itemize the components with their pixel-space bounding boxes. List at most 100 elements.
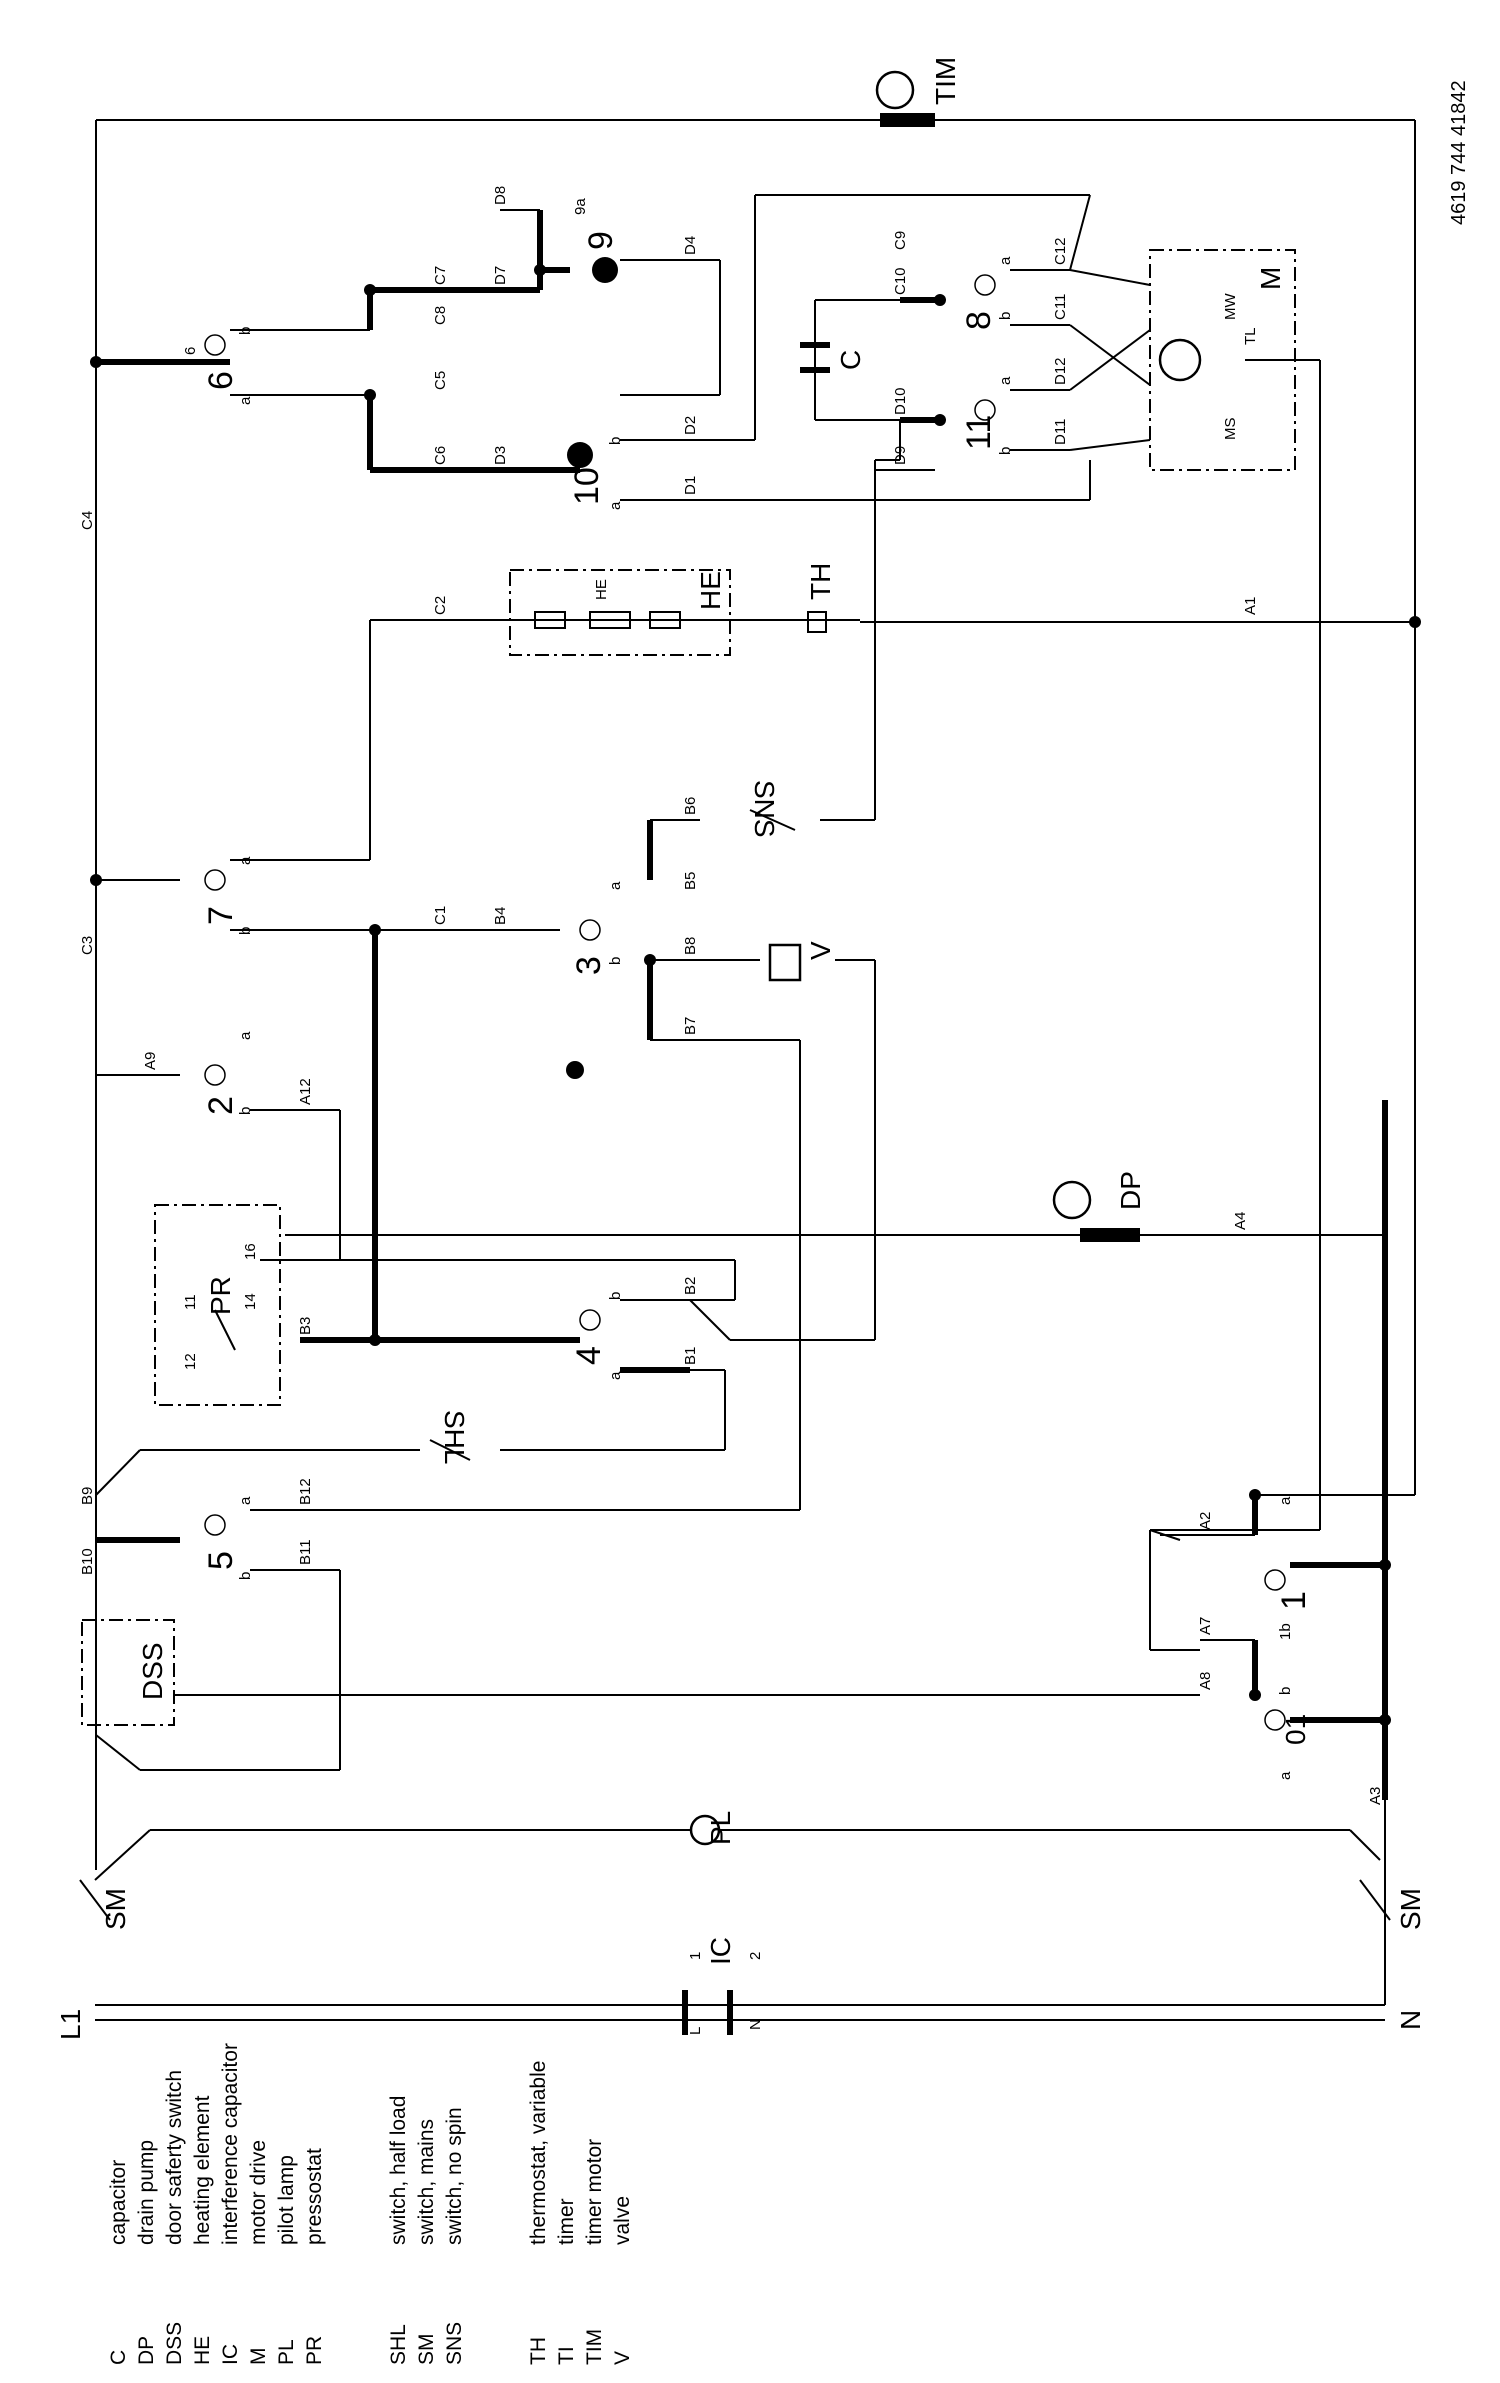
terminal-label-d12: D12 (1052, 357, 1069, 385)
pilot-lamp-symbol (689, 1814, 721, 1846)
label-dss: DSS (137, 1642, 168, 1700)
label-dp: DP (1115, 1171, 1146, 1210)
legend-code-sm: SM (415, 2334, 438, 2366)
label-tl: TL (1242, 327, 1259, 345)
cam-label-10: 10 (568, 467, 606, 505)
legend-code-shl: SHL (387, 2324, 410, 2365)
legend-desc-v: valve (611, 2196, 634, 2245)
legend-desc-dss: door saferty switch (163, 2070, 186, 2245)
legend-desc-ti: timer (555, 2198, 578, 2245)
cam-label-4: 4 (570, 1346, 608, 1365)
terminal-label-c9: C9 (892, 231, 909, 250)
legend-code-v: V (611, 2351, 634, 2365)
contact-marks: a b 6 a b a b a b a b a b a b 9a a 1b a … (182, 198, 1294, 2035)
mark-4-a: a (607, 1371, 624, 1380)
label-pr: PR (205, 1276, 236, 1315)
legend-desc-pr: pressostat (303, 2148, 326, 2245)
legend-desc-shl: switch, half load (387, 2096, 410, 2245)
mark-pr-14: 14 (242, 1293, 259, 1310)
mark-11-b: b (997, 447, 1014, 455)
cam-switch-symbols (204, 274, 1286, 1731)
legend-desc-sm: switch, mains (415, 2119, 438, 2245)
mark-7-a: a (237, 856, 254, 865)
terminal-label-d11: D11 (1052, 419, 1069, 445)
terminal-label-d10: D10 (892, 387, 909, 415)
timer-motor-symbol (875, 70, 915, 110)
terminal-label-a8: A8 (1197, 1672, 1214, 1690)
legend-code-m: M (247, 2348, 270, 2366)
terminal-label-b12: B12 (297, 1478, 314, 1505)
label-m: M (1255, 267, 1286, 290)
label-th: TH (805, 563, 836, 600)
mark-ic-n: N (747, 2019, 764, 2030)
cam-label-01: 01 (1280, 1714, 1311, 1745)
cam-label-1: 1 (1275, 1591, 1313, 1610)
terminal-label-a4: A4 (1232, 1212, 1249, 1230)
motor-symbol (1158, 338, 1202, 382)
label-v: V (805, 941, 836, 960)
terminal-label-b8: B8 (682, 937, 699, 955)
terminal-label-c8: C8 (432, 306, 449, 325)
legend-desc-m: motor drive (247, 2140, 270, 2245)
terminal-label-d1: D1 (682, 476, 699, 495)
cam-label-5: 5 (202, 1551, 240, 1570)
legend-code-pl: PL (275, 2339, 298, 2365)
legend-code-pr: PR (303, 2336, 326, 2365)
label-he-inner: HE (593, 579, 610, 600)
terminal-label-a9: A9 (142, 1052, 159, 1070)
terminal-label-b6: B6 (682, 797, 699, 815)
terminal-label-c6: C6 (432, 446, 449, 465)
terminal-label-c2: C2 (432, 596, 449, 615)
mark-ic-2: 2 (747, 1952, 764, 1960)
mark-pr-11: 11 (182, 1294, 199, 1310)
mark-10-b: b (607, 437, 624, 445)
terminal-label-c3: C3 (79, 936, 96, 955)
terminal-label-b3: B3 (297, 1317, 314, 1335)
component-labels: L1 N IC SM SM PL DSS PR SHL SNS TH HE HE… (55, 57, 1470, 2040)
terminal-label-d3: D3 (492, 446, 509, 465)
legend-code-c: C (107, 2350, 130, 2365)
terminal-label-b5: B5 (682, 872, 699, 890)
terminal-label-a12: A12 (297, 1078, 314, 1105)
mark-pr-16: 16 (242, 1243, 259, 1260)
timer-cam-labels: 6 7 2 5 3 4 9 10 8 11 1 01 (202, 231, 1313, 1745)
terminal-label-d8: D8 (492, 186, 509, 205)
terminal-label-a2: A2 (1197, 1512, 1214, 1530)
terminal-label-c1: C1 (432, 906, 449, 925)
terminal-label-b10: B10 (79, 1548, 96, 1575)
mark-4-b: b (607, 1292, 624, 1300)
legend-code-th: TH (527, 2337, 550, 2365)
label-sm-right: SM (1395, 1888, 1426, 1930)
terminal-label-c5: C5 (432, 371, 449, 390)
terminal-label-a3: A3 (1367, 1787, 1384, 1805)
terminal-label-d9: D9 (892, 446, 909, 465)
mark-01-b: b (1277, 1687, 1294, 1695)
label-l1: L1 (55, 2009, 86, 2040)
legend-code-dp: DP (135, 2336, 158, 2365)
legend-desc-tim: timer motor (583, 2139, 606, 2245)
legend-desc-dp: drain pump (135, 2140, 158, 2245)
mark-11-a: a (997, 376, 1014, 385)
main-wiring (94, 119, 1416, 2021)
terminal-label-b9: B9 (79, 1487, 96, 1505)
terminal-label-b4: B4 (492, 907, 509, 925)
mark-7-b: b (237, 927, 254, 935)
junction-dots (90, 257, 1421, 1726)
mark-9-a: 9a (572, 198, 589, 215)
cam-label-8: 8 (960, 311, 998, 330)
legend-desc-he: heating element (191, 2095, 214, 2245)
label-pl: PL (705, 1811, 736, 1845)
mark-3-b: b (607, 957, 624, 965)
mark-2-a: a (237, 1031, 254, 1040)
legend-desc-th: thermostat, variable (527, 2061, 550, 2245)
label-sm-left: SM (100, 1888, 131, 1930)
label-sns: SNS (749, 780, 780, 838)
mark-pr-12: 12 (182, 1353, 199, 1370)
terminal-label-a1: A1 (1242, 597, 1259, 615)
cam-label-9: 9 (582, 231, 620, 250)
legend-desc-ic: interference capacitor (219, 2043, 242, 2245)
legend-code-ti: TI (555, 2346, 578, 2365)
valve-symbol (768, 943, 802, 982)
